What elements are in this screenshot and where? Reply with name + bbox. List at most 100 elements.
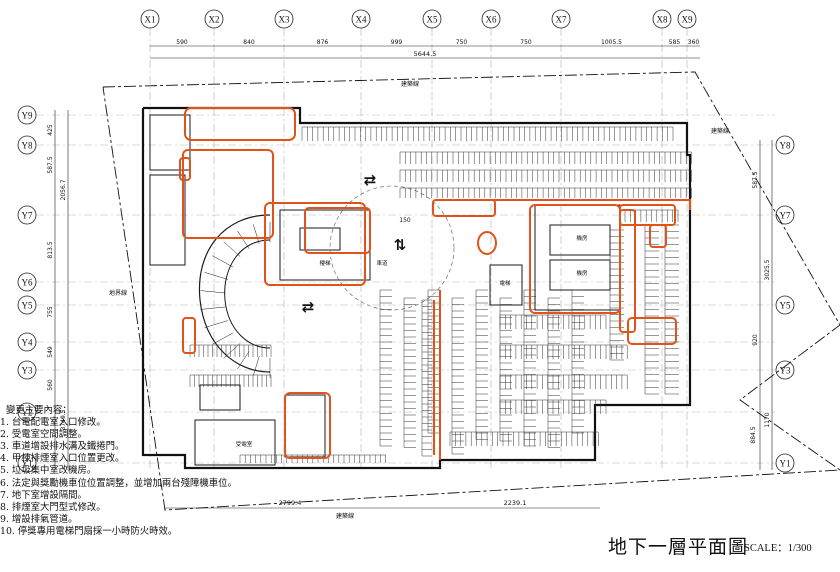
- dim-top-8: 585: [669, 39, 681, 46]
- grid-bubble-left-y6: Y6: [17, 272, 37, 292]
- grid-bubble-left-y9: Y9: [17, 105, 37, 125]
- dim-left-1: 425: [47, 124, 54, 136]
- change-highlight-7: [477, 231, 497, 255]
- change-highlight-1: [184, 107, 296, 141]
- dim-top-7: 1005.5: [601, 39, 622, 46]
- stall-row-west-2: [189, 374, 272, 387]
- stall-col-east-1: [609, 229, 624, 361]
- grid-label-left-y5: Y5: [22, 301, 33, 311]
- dim-right-2: 3025.5: [764, 259, 771, 280]
- dim-top-2: 840: [243, 39, 255, 46]
- dim-bottom-1: 2799.4: [279, 499, 302, 507]
- turning-circle: [329, 185, 455, 311]
- grid-bubble-left-y2: Y2: [17, 402, 37, 422]
- stall-row-top-3: [399, 169, 692, 182]
- change-highlight-5: [304, 207, 371, 254]
- dim-bottom-2: 2239.1: [504, 499, 527, 507]
- dim-overall-width: 5644.5: [414, 50, 437, 58]
- stall-row-top-2: [399, 151, 692, 164]
- grid-label-left-y8: Y8: [22, 141, 33, 151]
- grid-label-left-y4: Y4: [22, 338, 33, 348]
- grid-label-left-y1: Y1: [22, 459, 33, 469]
- change-highlight-10: [619, 209, 636, 333]
- grid-bubble-x1: X1: [140, 9, 160, 29]
- drawing-title: 地下一層平面圖: [608, 536, 749, 558]
- grid-label-left-y3: Y3: [22, 366, 33, 376]
- grid-label-left-y7: Y7: [22, 211, 33, 221]
- change-highlight-11: [649, 224, 667, 248]
- room-5: [489, 264, 523, 306]
- stall-col-8: [547, 297, 560, 448]
- grid-label-right-y7: Y7: [780, 211, 791, 221]
- stall-col-east-2: [644, 224, 659, 395]
- dim-left-6: 549: [47, 346, 54, 358]
- ramp-tread: [200, 290, 226, 294]
- stall-col-6: [499, 297, 512, 442]
- ramp-label: 車道: [376, 259, 388, 267]
- traffic-arrow-2: ⇅: [394, 236, 407, 254]
- change-notes: 變更主要內容： 1. 台電配電室入口修改。 2. 受電室空間調整。 3. 車道增…: [0, 405, 330, 538]
- grid-bubble-left-y7: Y7: [17, 205, 37, 225]
- room-label-equip-1: 機房: [576, 234, 588, 242]
- boundary-label-right: 建築線: [711, 127, 729, 135]
- grid-bubble-x9: X9: [677, 9, 697, 29]
- note-item-6: 6. 法定與獎勵機車位位置調整，並增加兩台殘障機車位。: [0, 477, 237, 489]
- grid-bubble-right-y8: Y8: [775, 135, 795, 155]
- change-highlight-8: [529, 204, 621, 314]
- note-item-7: 7. 地下室增設隔間。: [0, 489, 87, 501]
- ramp-tread: [253, 356, 260, 376]
- grid-bubble-x7: X7: [551, 9, 571, 29]
- ramp-tread: [253, 224, 260, 244]
- room-1: [149, 114, 191, 171]
- dim-left-8: 3749.5: [60, 409, 67, 430]
- stall-col-5: [475, 289, 488, 440]
- grid-label-left-y6: Y6: [22, 278, 33, 288]
- ramp-inner-curve: [224, 239, 271, 349]
- grid-label-right-y1: Y1: [780, 459, 791, 469]
- stall-row-right-top: [624, 209, 679, 222]
- dim-top-4: 999: [391, 39, 403, 46]
- dim-left-5: 755: [47, 306, 54, 318]
- note-item-10: 10. 停獎專用電梯門扇採一小時防火時效。: [0, 525, 178, 537]
- room-6: [534, 204, 621, 311]
- dim-left-2: 587.5: [47, 156, 54, 173]
- stall-col-1: [379, 289, 392, 447]
- stall-row-mid-2: [499, 344, 628, 359]
- note-item-5: 5. 垃圾集中室改機房。: [0, 465, 97, 477]
- grid-label-left-y9: Y9: [22, 111, 33, 121]
- grid-bubble-x6: X6: [481, 9, 501, 29]
- traffic-arrow-3: ⇄: [302, 298, 315, 316]
- grid-bubble-left-y8: Y8: [17, 135, 37, 155]
- room-label-elevator: 電梯: [499, 279, 511, 287]
- dim-top-1: 590: [176, 39, 188, 46]
- ramp-tread: [204, 272, 228, 280]
- stall-row-top-4: [399, 187, 692, 198]
- note-item-4: 4. 甲棟排煙室入口位置更改。: [0, 453, 125, 465]
- ramp-tread: [200, 306, 226, 310]
- ramp-tread: [212, 255, 234, 268]
- dim-left-7: 560: [47, 379, 54, 391]
- grid-label-right-y3: Y3: [780, 366, 791, 376]
- grid-bubble-left-y4: Y4: [17, 332, 37, 352]
- boundary-label-top: 建築線: [401, 80, 419, 88]
- grid-label-right-y8: Y8: [780, 141, 791, 151]
- grid-label-x7: X7: [556, 15, 567, 25]
- boundary-label-left: 地界線: [109, 289, 127, 297]
- grid-label-x8: X8: [657, 15, 668, 25]
- grid-label-x6: X6: [486, 15, 497, 25]
- room-11: [199, 384, 241, 411]
- change-highlight-12: [627, 317, 677, 345]
- grid-bubble-left-y3: Y3: [17, 360, 37, 380]
- drawing-scale: SCALE：1/300: [744, 543, 812, 554]
- traffic-arrow-1: ⇄: [364, 171, 377, 189]
- ramp-tread: [204, 320, 228, 328]
- change-highlight-6: [432, 199, 496, 217]
- grid-bubble-x4: X4: [351, 9, 371, 29]
- grid-bubble-x5: X5: [422, 9, 442, 29]
- building-outline: [141, 106, 692, 470]
- grid-label-x2: X2: [209, 15, 220, 25]
- room-4: [299, 227, 341, 251]
- stall-col-ramp: [421, 299, 432, 457]
- dim-right-4: 1170: [764, 412, 771, 427]
